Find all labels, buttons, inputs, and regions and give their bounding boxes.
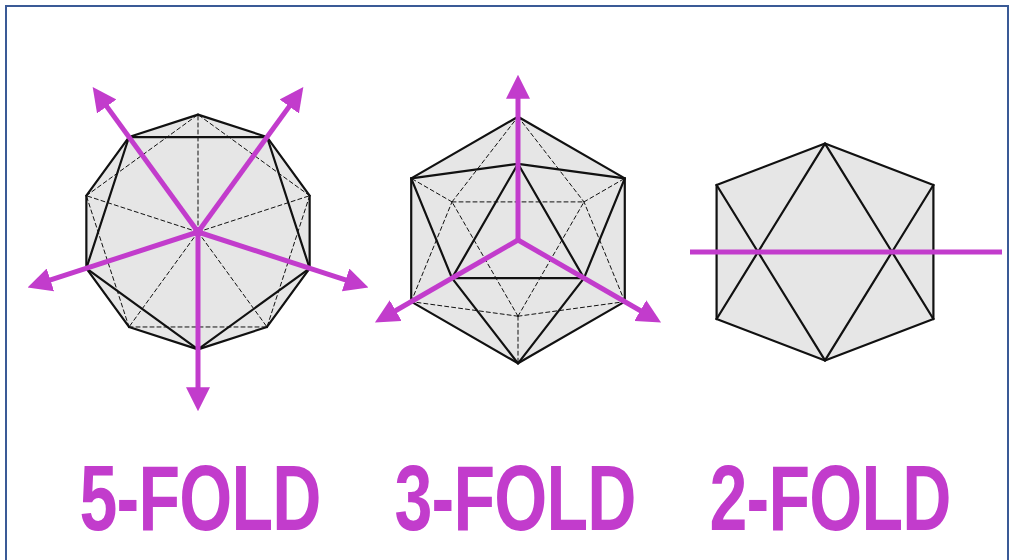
axis-center: [193, 227, 203, 237]
visible-edge: [198, 115, 267, 137]
visible-edge: [411, 302, 518, 364]
face: [411, 117, 518, 179]
visible-edge: [825, 144, 933, 185]
axis-line: [690, 250, 1002, 255]
axis-arrow: [198, 232, 362, 285]
hidden-edge: [198, 232, 267, 327]
axis-arrow: [381, 240, 518, 319]
hidden-edge: [518, 316, 519, 363]
visible-edge: [825, 252, 892, 360]
axis-arrow: [516, 82, 521, 240]
axis-arrow: [97, 93, 198, 232]
visible-edge: [452, 277, 584, 279]
axis-arrow: [34, 232, 198, 285]
visible-edge: [892, 252, 933, 319]
visible-edge: [892, 185, 933, 252]
symmetry-axes: [34, 82, 1002, 404]
visible-edge: [452, 278, 518, 363]
visible-edge: [86, 137, 129, 196]
frame-border: [6, 6, 1008, 560]
visible-edge: [309, 196, 311, 269]
fold-label: 2-FOLD: [709, 452, 950, 544]
visible-edge: [129, 327, 198, 349]
visible-edge: [518, 164, 625, 179]
visible-edge: [198, 327, 267, 349]
axis-arrow: [198, 93, 299, 232]
fold-label: 5-FOLD: [79, 452, 320, 544]
hidden-edge: [411, 302, 518, 317]
fold-label-box: 3-FOLD: [345, 452, 685, 544]
hidden-edge: [198, 115, 199, 232]
visible-edge: [518, 302, 625, 364]
visible-edge: [717, 252, 758, 319]
visible-edge: [584, 178, 625, 278]
hidden-edge: [411, 202, 452, 302]
hidden-edge: [518, 302, 625, 317]
visible-edge: [717, 185, 758, 252]
hidden-edge: [411, 178, 452, 202]
hidden-edge: [584, 202, 625, 302]
face: [717, 144, 825, 252]
hidden-edge: [452, 117, 518, 202]
visible-edge: [518, 278, 584, 363]
visible-edge: [85, 196, 87, 269]
visible-edge: [717, 319, 825, 360]
visible-edge: [86, 268, 198, 349]
fold-label: 3-FOLD: [394, 452, 635, 544]
visible-edge: [198, 268, 310, 349]
visible-edge: [825, 319, 933, 360]
visible-edge: [267, 268, 310, 327]
axis-arrow: [196, 232, 201, 404]
hidden-edge: [129, 232, 198, 327]
hidden-edge: [518, 117, 584, 202]
visible-edge: [129, 136, 267, 138]
visible-edge: [411, 178, 452, 278]
visible-edge: [86, 268, 129, 327]
icosahedra: [86, 115, 933, 364]
visible-edge: [758, 252, 825, 360]
visible-edge: [411, 164, 518, 179]
fold-label-box: 2-FOLD: [660, 452, 1000, 544]
visible-edge: [825, 144, 892, 252]
axis-arrow: [518, 240, 655, 319]
visible-edge: [411, 117, 518, 179]
visible-edge: [758, 144, 825, 252]
visible-edge: [129, 115, 198, 137]
visible-edge: [624, 178, 626, 301]
visible-edge: [518, 117, 625, 179]
fold-label-box: 5-FOLD: [30, 452, 370, 544]
visible-edge: [267, 137, 310, 268]
hidden-edge: [584, 178, 625, 202]
visible-edge: [410, 178, 412, 301]
face: [518, 164, 625, 278]
visible-edge: [267, 137, 310, 196]
visible-edge: [86, 137, 129, 268]
visible-edge: [717, 144, 825, 185]
